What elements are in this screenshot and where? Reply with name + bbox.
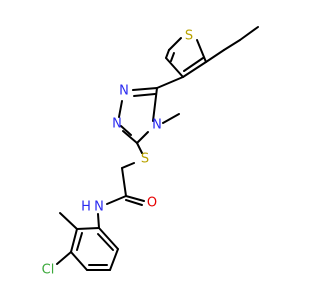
bond [97,213,100,229]
molecule-structure-diagram: S N N N S O N H Cl [0,0,300,300]
bond [182,61,207,78]
atom-label-chlorine: Cl [42,263,55,278]
bond [118,100,123,118]
bond [122,130,138,144]
bond [109,248,119,271]
bond [76,232,83,251]
bond [125,195,145,202]
atom-label-nitrogen: N [112,117,122,132]
bond [165,57,184,78]
bond [156,76,184,89]
bond [196,39,207,63]
bond [162,113,180,124]
atom-label-sulfur: S [141,152,149,167]
bond [152,87,158,122]
bond [133,93,156,97]
bond [120,125,132,136]
bond [168,37,182,51]
atom-label-oxygen: O [147,196,157,211]
atom-label-nitrogen: N [94,200,104,215]
bond [165,49,170,59]
bond [239,26,259,41]
bond [132,87,158,91]
bond [136,142,143,154]
bond [98,227,119,250]
bond [76,227,100,230]
bond [136,131,149,144]
bond [70,251,88,271]
bond [121,162,135,169]
atom-label-hydrogen: H [81,200,91,215]
bond [97,233,114,251]
atom-label-nitrogen: N [152,118,162,133]
atom-labels: S N N N S O N H Cl [42,29,193,278]
bond [106,195,127,205]
canvas-background [0,0,300,300]
bond [183,57,204,72]
atom-label-sulfur: S [185,29,193,44]
bond [121,167,127,197]
bond [70,228,78,253]
atom-label-nitrogen: N [119,84,129,99]
bond [223,39,241,51]
bond [56,251,72,265]
bond [125,199,143,206]
bond [59,212,78,230]
bonds [56,26,259,271]
bond [170,52,175,62]
bond [205,49,225,63]
